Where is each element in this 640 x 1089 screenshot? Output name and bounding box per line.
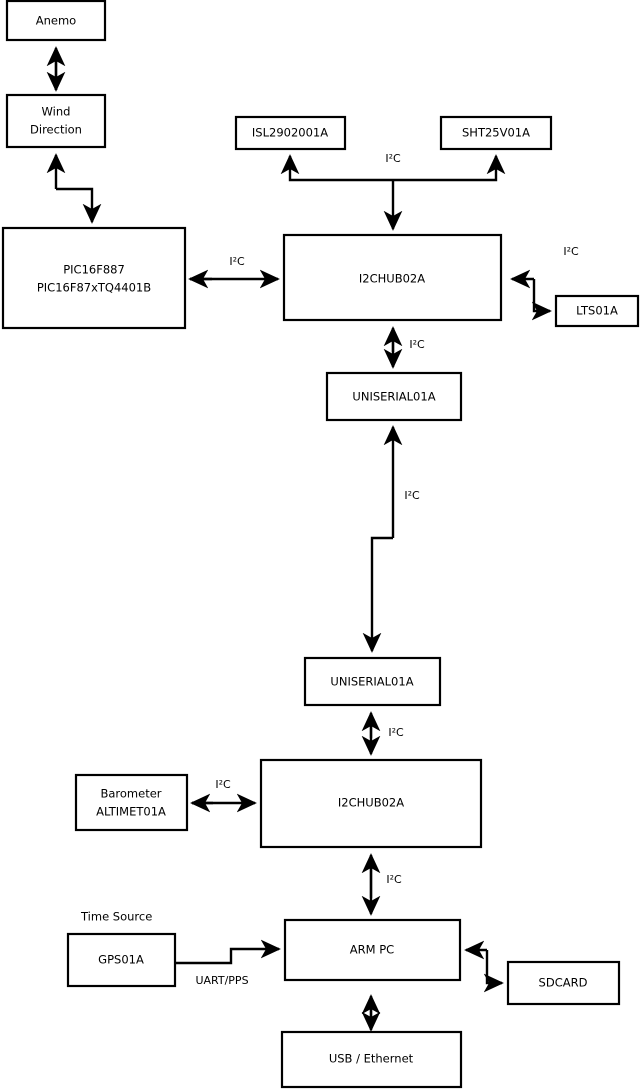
node-i2chub02a-bottom-label: I2CHUB02A <box>338 796 404 810</box>
edge-gps-arm-pc <box>175 939 281 965</box>
edge-label-pic-to-hub: I²C <box>229 255 245 268</box>
edge-uniserial-top-uniserial-bottom <box>362 425 403 653</box>
edge-label-hub-bottom-to-arm: I²C <box>386 873 402 886</box>
node-uniserial01a-top[interactable]: UNISERIAL01A <box>325 371 463 422</box>
node-i2chub02a-top-label: I2CHUB02A <box>359 272 425 286</box>
edge-label-hub-to-uniserial: I²C <box>409 338 425 351</box>
node-pic-label-line1: PIC16F887 <box>63 263 125 277</box>
node-usb-ethernet-label: USB / Ethernet <box>329 1052 414 1066</box>
free-label-time-source: Time Source <box>80 910 152 924</box>
edge-label-uniserial-link: I²C <box>404 489 420 502</box>
edge-hub-top-sensors <box>280 154 506 231</box>
node-sdcard-label: SDCARD <box>539 976 588 990</box>
node-arm-pc-label: ARM PC <box>350 943 394 957</box>
node-wind-direction-label-line1: Wind <box>42 105 71 119</box>
node-anemo[interactable]: Anemo <box>5 0 107 42</box>
node-lts01a-label: LTS01A <box>576 304 618 318</box>
node-uniserial01a-bottom-label: UNISERIAL01A <box>330 675 413 689</box>
node-uniserial01a-bottom[interactable]: UNISERIAL01A <box>303 656 442 707</box>
node-arm-pc[interactable]: ARM PC <box>283 918 462 982</box>
node-barometer-label-line1: Barometer <box>100 787 161 801</box>
node-isl2902001a[interactable]: ISL2902001A <box>234 115 347 151</box>
edge-label-hub-to-sensors: I²C <box>385 152 401 165</box>
node-usb-ethernet[interactable]: USB / Ethernet <box>280 1030 463 1089</box>
node-i2chub02a-top[interactable]: I2CHUB02A <box>282 233 503 322</box>
node-gps01a[interactable]: GPS01A <box>66 932 177 988</box>
node-barometer-altimet01a[interactable]: Barometer ALTIMET01A <box>74 773 189 832</box>
node-lts01a[interactable]: LTS01A <box>554 294 640 328</box>
node-pic-label-line2: PIC16F87xTQ4401B <box>37 281 151 295</box>
node-wind-direction-label-line2: Direction <box>30 123 82 137</box>
node-barometer-label-line2: ALTIMET01A <box>96 805 166 819</box>
edge-label-gps-to-arm: UART/PPS <box>195 974 248 987</box>
edge-wind-direction-pic <box>46 153 102 224</box>
node-anemo-label: Anemo <box>36 14 76 28</box>
node-sht25v01a[interactable]: SHT25V01A <box>439 115 553 151</box>
node-isl2902001a-label: ISL2902001A <box>252 126 328 140</box>
node-sdcard[interactable]: SDCARD <box>506 960 621 1006</box>
edge-label-uniserial-to-hub-bottom: I²C <box>388 726 404 739</box>
edge-arm-pc-sdcard <box>464 940 504 993</box>
edge-hub-top-lts <box>510 269 552 321</box>
node-pic-microcontroller[interactable]: PIC16F887 PIC16F87xTQ4401B <box>1 226 187 330</box>
edge-label-barometer-to-hub: I²C <box>215 778 231 791</box>
node-uniserial01a-top-label: UNISERIAL01A <box>352 390 435 404</box>
edge-label-hub-to-lts: I²C <box>563 245 579 258</box>
node-wind-direction[interactable]: Wind Direction <box>5 93 107 149</box>
node-i2chub02a-bottom[interactable]: I2CHUB02A <box>259 758 483 849</box>
node-sht25v01a-label: SHT25V01A <box>462 126 530 140</box>
node-gps01a-label: GPS01A <box>98 953 144 967</box>
